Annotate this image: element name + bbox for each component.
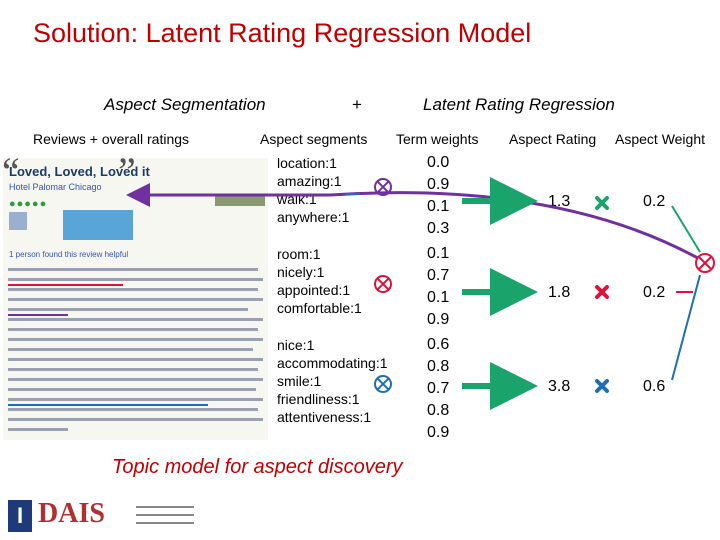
term-weight: 0.9 [427, 424, 450, 441]
term-weight: 0.1 [427, 245, 450, 262]
segment-term: amazing:1 [277, 173, 342, 189]
segment-term: attentiveness:1 [277, 409, 372, 425]
term-weight: 0.1 [427, 289, 450, 306]
reviewer-avatar [9, 212, 27, 230]
review-quote: Loved, Loved, Loved it [9, 164, 150, 179]
highlight-underline-purple [8, 314, 68, 316]
topic-model-caption: Topic model for aspect discovery [112, 456, 403, 478]
otimes-icon [374, 375, 392, 393]
aspect-rating-3: 3.8 [548, 378, 571, 395]
dais-logo: I DAIS [8, 496, 198, 538]
aspect-segmentation-header: Aspect Segmentation [104, 95, 266, 114]
aspect-weight-1: 0.2 [643, 193, 666, 210]
dais-logo-text: DAIS [38, 498, 105, 529]
segment-group-2: room:1 nicely:1 appointed:1 comfortable:… [277, 245, 362, 317]
highlight-underline-red [8, 284, 123, 286]
segment-term: room:1 [277, 246, 321, 262]
otimes-icon [374, 178, 392, 196]
aspect-rating-column-header: Aspect Rating [509, 131, 597, 147]
term-weight: 0.9 [427, 176, 450, 193]
weight-arrow-1 [671, 205, 701, 253]
open-quote-icon: “ [2, 149, 20, 194]
times-icon [595, 285, 609, 299]
review-hotel-name: Hotel Palomar Chicago [9, 182, 102, 192]
review-photo [63, 210, 133, 240]
rating-bubbles: ●●●●● [9, 198, 48, 210]
segment-term: location:1 [277, 155, 337, 171]
segment-term: smile:1 [277, 373, 322, 389]
term-weights-group-2: 0.1 0.7 0.1 0.9 [427, 243, 449, 331]
aspect-weight-2: 0.2 [643, 284, 666, 301]
segment-term: appointed:1 [277, 282, 351, 298]
aspect-weight-3: 0.6 [643, 378, 666, 395]
term-weight: 0.7 [427, 267, 450, 284]
close-quote-icon: ” [118, 149, 136, 194]
segment-term: comfortable:1 [277, 300, 362, 316]
term-weight: 0.8 [427, 358, 450, 375]
rating-badge [215, 196, 265, 206]
term-weight: 0.3 [427, 220, 450, 237]
latent-rating-regression-header: Latent Rating Regression [423, 95, 615, 114]
overall-rating-arrow [126, 183, 706, 264]
weight-arrow-3 [671, 274, 701, 381]
sum-otimes-icon [695, 253, 715, 273]
aspect-rating-2: 1.8 [548, 284, 571, 301]
slide-title: Solution: Latent Rating Regression Model [33, 18, 532, 48]
university-mark-icon: I [8, 500, 32, 532]
term-weight: 0.6 [427, 336, 450, 353]
term-weight: 0.0 [427, 154, 450, 171]
term-weights-group-1: 0.0 0.9 0.1 0.3 [427, 152, 449, 240]
term-weight: 0.1 [427, 198, 450, 215]
plus-sign: + [352, 95, 362, 114]
reviews-column-header: Reviews + overall ratings [33, 131, 190, 147]
otimes-icon [374, 275, 392, 293]
segment-term: friendliness:1 [277, 391, 360, 407]
aspect-weight-column-header: Aspect Weight [615, 131, 706, 147]
term-weight: 0.7 [427, 380, 450, 397]
segment-group-3: nice:1 accommodating:1 smile:1 friendlin… [277, 336, 388, 426]
segment-term: nice:1 [277, 337, 315, 353]
segment-term: anywhere:1 [277, 209, 350, 225]
times-icon [595, 379, 609, 393]
segment-term: accommodating:1 [277, 355, 388, 371]
term-weight: 0.8 [427, 402, 450, 419]
times-icon [595, 196, 609, 210]
term-weight: 0.9 [427, 311, 450, 328]
segment-term: nicely:1 [277, 264, 325, 280]
highlight-underline-blue [8, 404, 208, 406]
review-helpful-note: 1 person found this review helpful [9, 250, 129, 259]
term-weights-column-header: Term weights [396, 131, 479, 147]
term-weights-group-3: 0.6 0.8 0.7 0.8 0.9 [427, 334, 449, 444]
aspect-segments-column-header: Aspect segments [260, 131, 368, 147]
